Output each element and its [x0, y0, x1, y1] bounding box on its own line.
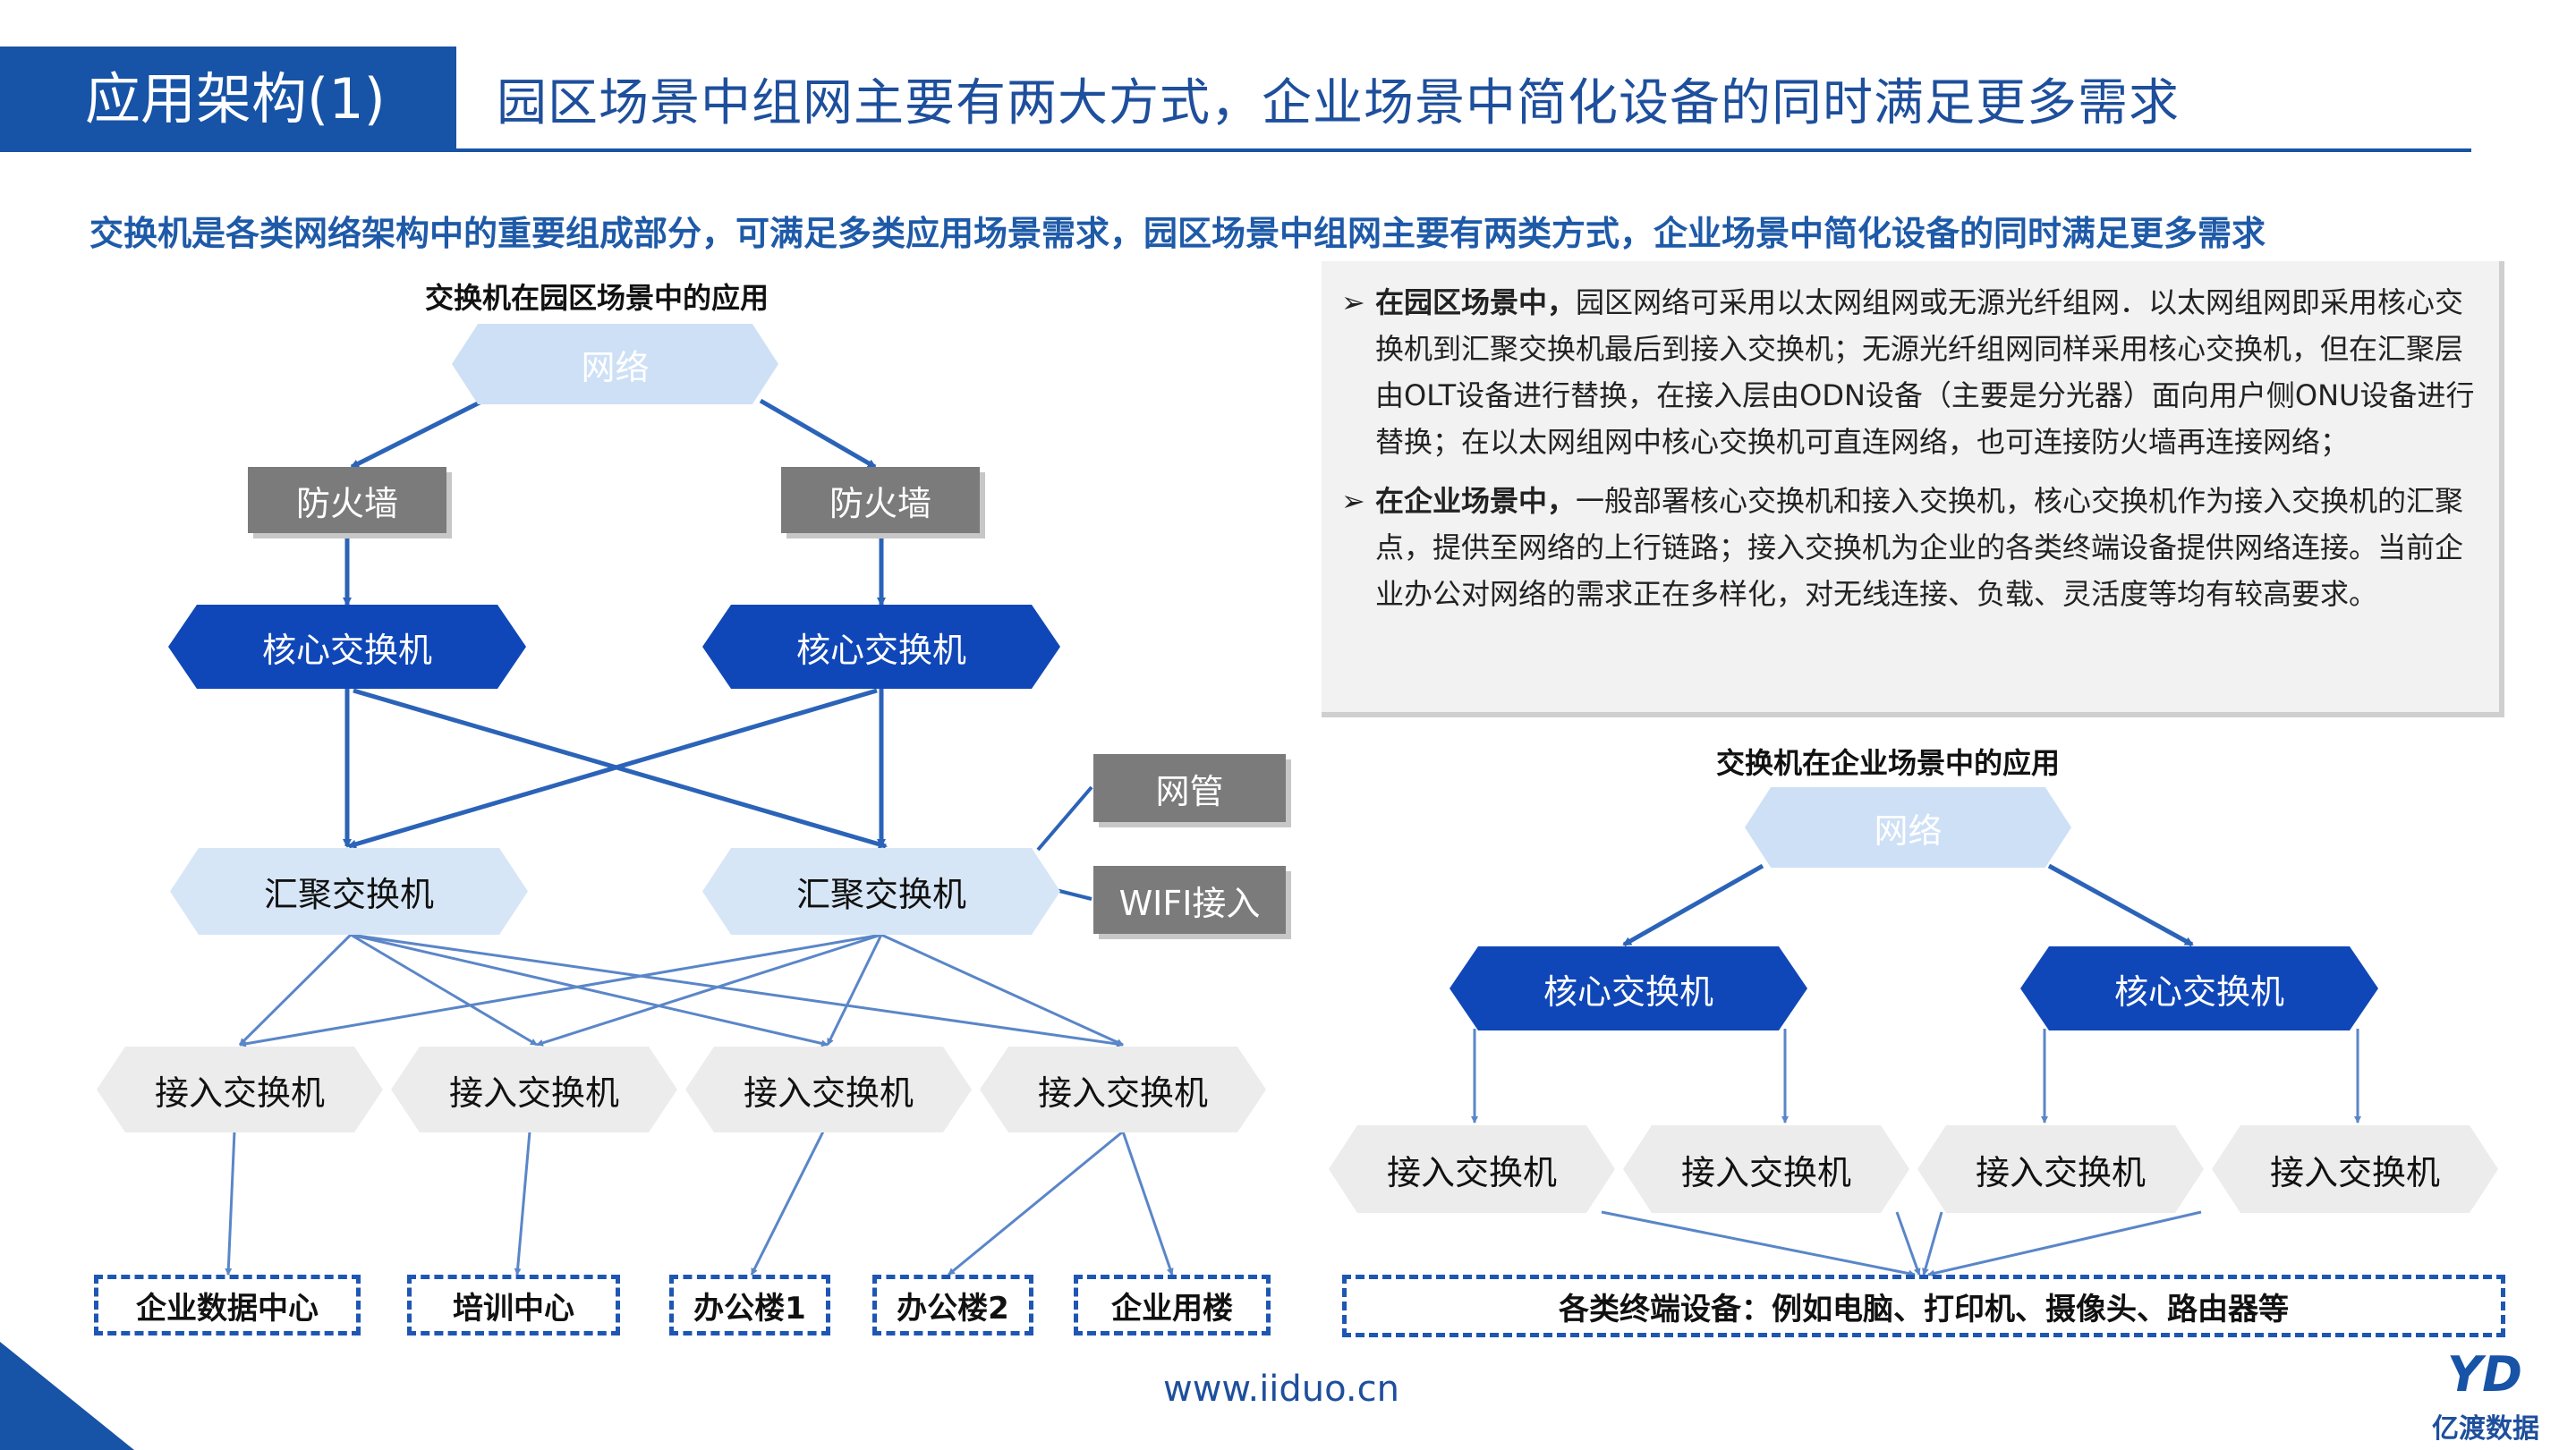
- link-acc-3-office1: [750, 1131, 825, 1276]
- bullet-arrow-icon: ➢: [1341, 484, 1365, 518]
- link-agg-netmgmt: [1036, 785, 1093, 852]
- section-title: 应用架构(1): [0, 47, 456, 152]
- enterprise-network-node: 网络: [1745, 787, 2071, 868]
- note-enterprise-body: 一般部署核心交换机和接入交换机，核心交换机作为接入交换机的汇聚点，提供至网络的上…: [1375, 484, 2464, 611]
- link-agg-r-acc-1: [239, 933, 882, 1047]
- link-agg-l-acc-1: [238, 933, 353, 1047]
- endpoint-datacenter: 企业数据中心: [94, 1275, 361, 1336]
- enterprise-terminals: 各类终端设备：例如电脑、打印机、摄像头、路由器等: [1342, 1275, 2505, 1337]
- corner-accent-icon: [0, 1342, 134, 1450]
- note-campus-body: 园区网络可采用以太网组网或无源光纤组网．以太网组网即采用核心交换机到汇聚交换机最…: [1375, 285, 2475, 459]
- enterprise-diagram-label: 交换机在企业场景中的应用: [1716, 746, 2061, 780]
- firewall-right-node: 防火墙: [781, 467, 980, 533]
- title-divider: [456, 148, 2471, 152]
- campus-diagram-label: 交换机在园区场景中的应用: [425, 281, 769, 315]
- link-acc-4-enterprise: [1121, 1131, 1174, 1276]
- note-enterprise-head: 在企业场景中，: [1375, 484, 1577, 518]
- campus-access-switch-4: 接入交换机: [980, 1047, 1266, 1132]
- link-agg-r-acc-4: [880, 933, 1124, 1047]
- link-acc-4-office2: [948, 1130, 1124, 1276]
- link-agg-l-acc-3: [350, 933, 829, 1047]
- firewall-left-node: 防火墙: [248, 467, 446, 533]
- link-ent-acc-1-term: [1601, 1210, 1916, 1277]
- page-subtitle: 交换机是各类网络架构中的重要组成部分，可满足多类应用场景需求，园区场景中组网主要…: [89, 214, 2266, 253]
- link-agg-l-acc-2: [350, 933, 538, 1047]
- campus-access-switch-2: 接入交换机: [391, 1047, 677, 1132]
- link-acc-2-training: [514, 1131, 531, 1276]
- endpoint-office2: 办公楼2: [872, 1275, 1033, 1336]
- link-agg-r-acc-3: [826, 934, 883, 1046]
- endpoint-training: 培训中心: [407, 1275, 620, 1336]
- link-agg-l-acc-4: [350, 933, 1124, 1047]
- link-core-right-agg-left: [347, 688, 878, 849]
- endpoint-office1: 办公楼1: [669, 1275, 830, 1336]
- campus-access-switch-3: 接入交换机: [685, 1047, 972, 1132]
- campus-access-switch-1: 接入交换机: [97, 1047, 383, 1132]
- core-switch-right-node: 核心交换机: [702, 605, 1060, 689]
- enterprise-access-switch-4: 接入交换机: [2212, 1125, 2498, 1213]
- link-network-firewall-right: [759, 398, 877, 470]
- wifi-access-node: WIFI接入: [1093, 866, 1286, 934]
- netmgmt-node: 网管: [1093, 754, 1286, 822]
- page-title: 园区场景中组网主要有两大方式，企业场景中简化设备的同时满足更多需求: [497, 74, 2180, 132]
- enterprise-core-left-node: 核心交换机: [1450, 946, 1807, 1030]
- note-campus-head: 在园区场景中，: [1375, 285, 1577, 319]
- note-campus: ➢ 在园区场景中，园区网络可采用以太网组网或无源光纤组网．以太网组网即采用核心交换…: [1341, 279, 2476, 465]
- enterprise-core-right-node: 核心交换机: [2020, 946, 2378, 1030]
- campus-network-node: 网络: [452, 324, 778, 404]
- enterprise-access-switch-1: 接入交换机: [1329, 1125, 1615, 1213]
- core-switch-left-node: 核心交换机: [168, 605, 526, 689]
- link-ent-network-core-left: [1622, 863, 1764, 947]
- link-ent-network-core-right: [2047, 863, 2194, 947]
- link-acc-1-datacenter: [225, 1131, 236, 1276]
- logo-icon: YD: [2447, 1346, 2522, 1403]
- link-ent-acc-3-term: [1922, 1211, 1943, 1276]
- footer-url[interactable]: www.iiduo.cn: [1163, 1369, 1399, 1410]
- enterprise-access-switch-3: 接入交换机: [1917, 1125, 2204, 1213]
- link-ent-acc-2-term: [1895, 1211, 1921, 1276]
- link-agg-r-acc-2: [536, 933, 882, 1047]
- note-enterprise: ➢ 在企业场景中，一般部署核心交换机和接入交换机，核心交换机作为接入交换机的汇聚点…: [1341, 478, 2476, 617]
- endpoint-enterprise-building: 企业用楼: [1074, 1275, 1271, 1336]
- agg-switch-left-node: 汇聚交换机: [170, 848, 528, 935]
- bullet-arrow-icon: ➢: [1341, 285, 1365, 319]
- agg-switch-right-node: 汇聚交换机: [702, 848, 1060, 935]
- link-ent-acc-4-term: [1927, 1210, 2202, 1277]
- notes-panel: ➢ 在园区场景中，园区网络可采用以太网组网或无源光纤组网．以太网组网即采用核心交换…: [1322, 261, 2504, 717]
- link-network-firewall-left: [350, 398, 485, 470]
- logo-text: 亿渡数据: [2432, 1413, 2539, 1445]
- enterprise-access-switch-2: 接入交换机: [1623, 1125, 1909, 1213]
